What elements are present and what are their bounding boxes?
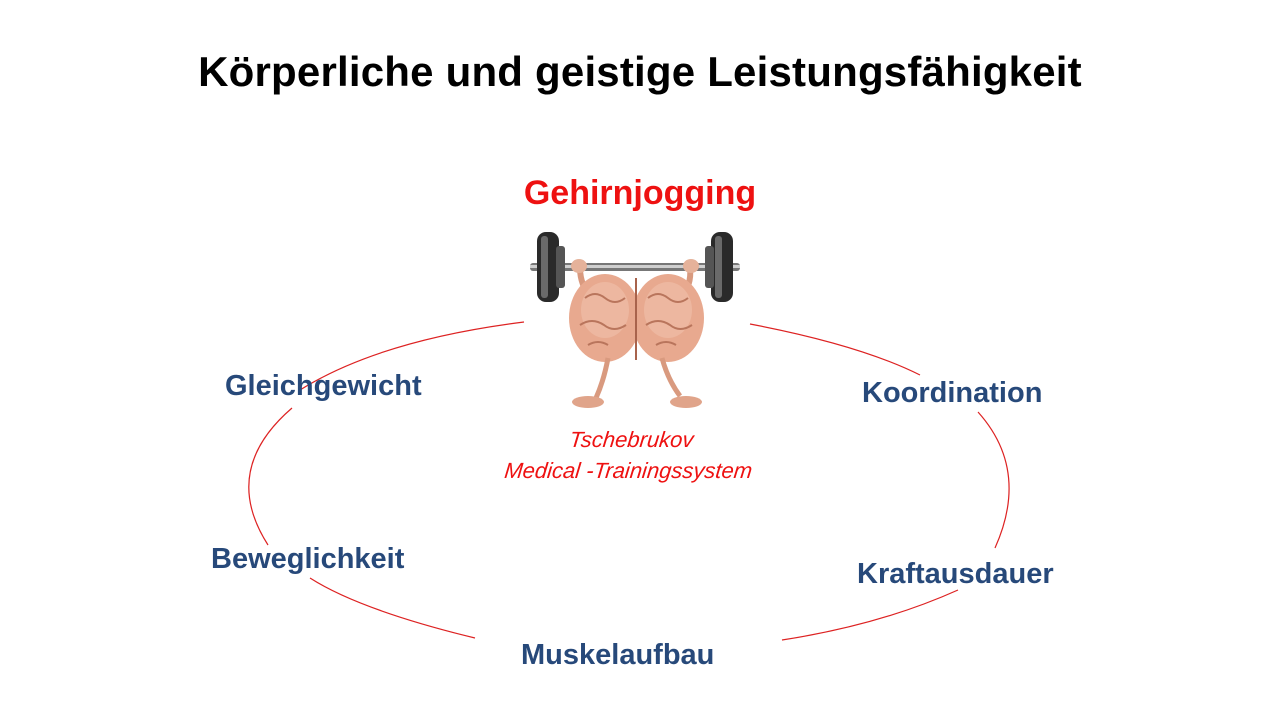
node-beweglichkeit: Beweglichkeit [211, 543, 405, 575]
ring-arc-top-left [299, 321, 525, 391]
brain-lifting-barbell-icon [530, 232, 740, 408]
node-koordination: Koordination [862, 377, 1043, 409]
ring-arc-bottom-right [781, 589, 959, 641]
cycle-ring [248, 321, 1010, 641]
caption-line-2: Medical -Trainingssystem [503, 458, 754, 483]
node-muskelaufbau: Muskelaufbau [521, 639, 715, 671]
ring-arc-bottom-left [309, 577, 476, 639]
ring-arc-right [977, 411, 1010, 549]
node-gleichgewicht: Gleichgewicht [225, 370, 422, 402]
ring-arc-top-right [749, 323, 921, 376]
center-caption: Tschebrukov Medical -Trainingssystem [417, 424, 844, 486]
caption-line-1: Tschebrukov [568, 427, 695, 452]
node-kraftausdauer: Kraftausdauer [857, 558, 1054, 590]
page-title: Körperliche und geistige Leistungsfähigk… [198, 48, 1082, 95]
center-label-gehirnjogging: Gehirnjogging [523, 174, 757, 212]
ring-arc-left [248, 407, 293, 546]
